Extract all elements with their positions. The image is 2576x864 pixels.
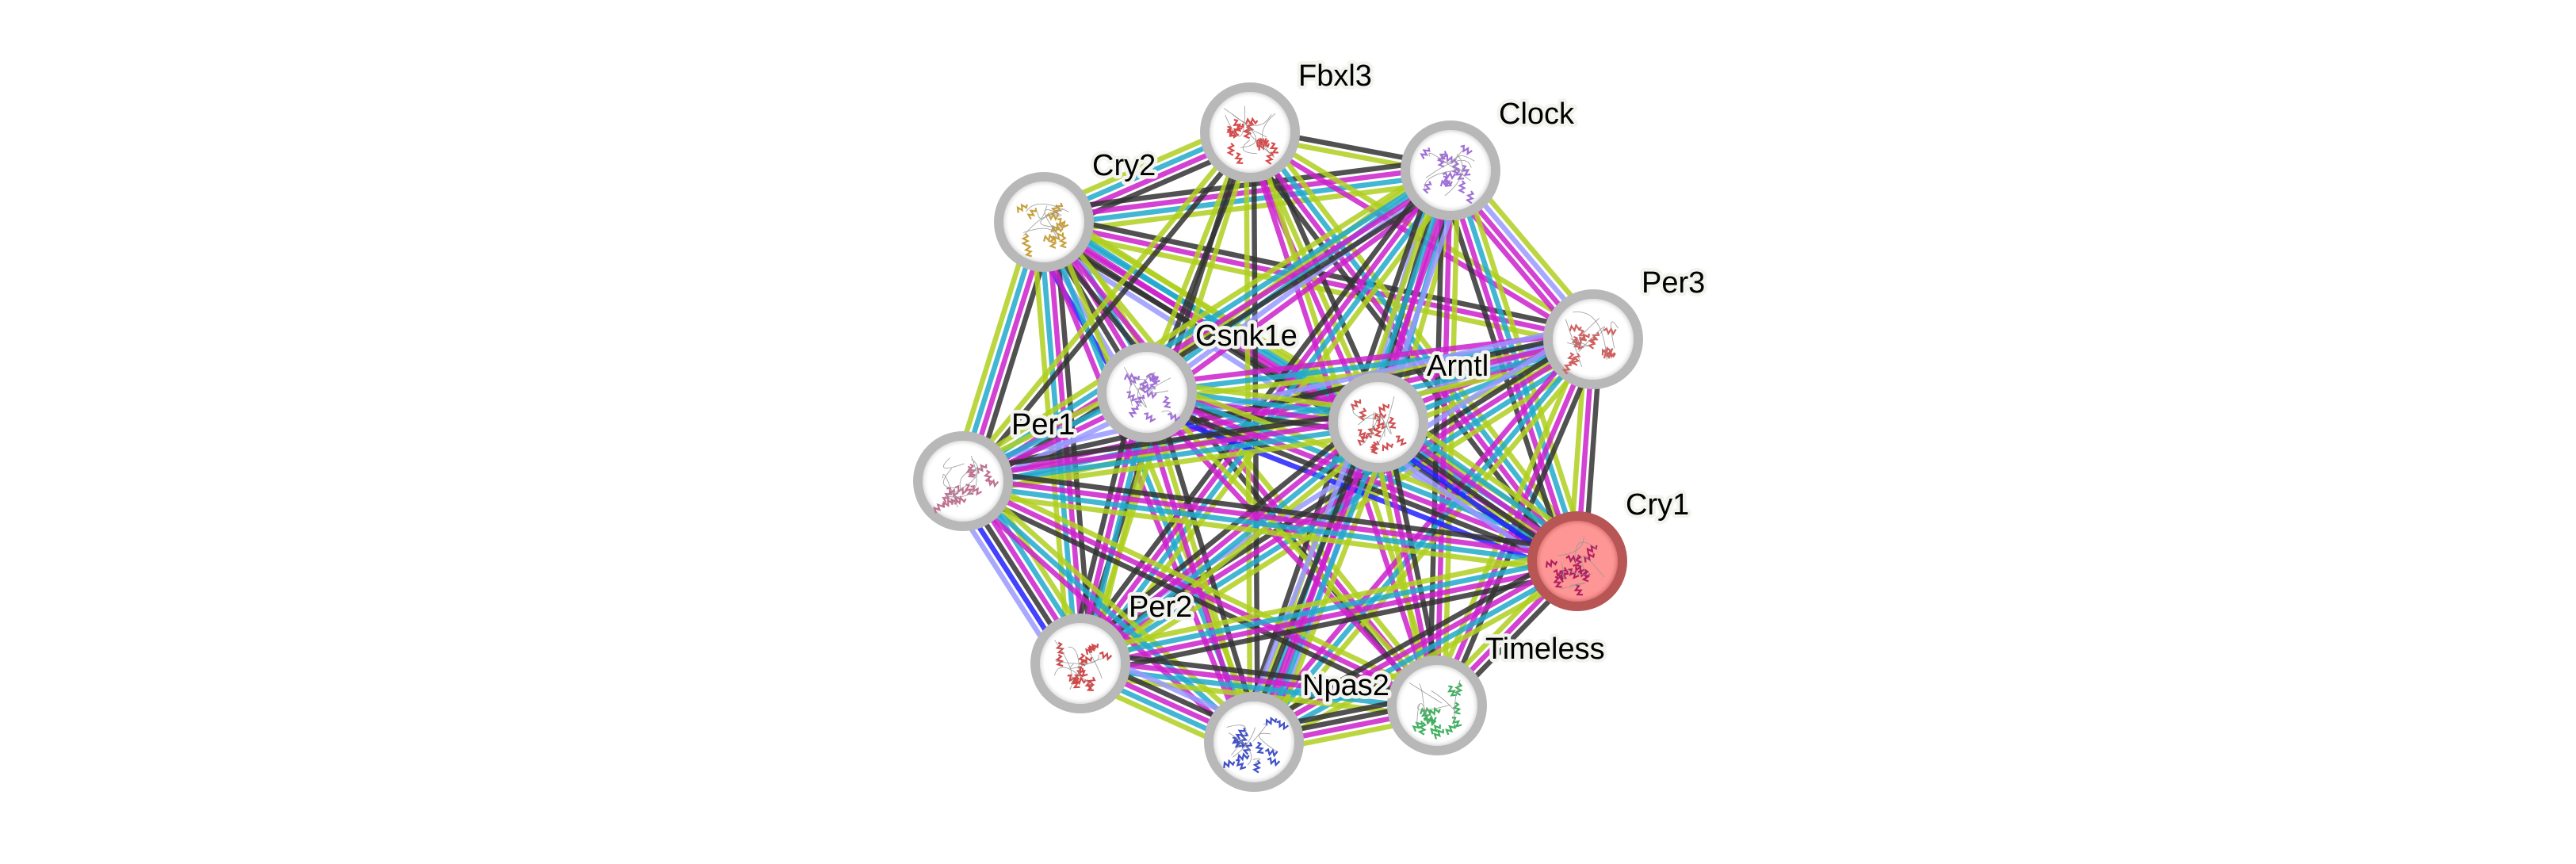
node-label: Fbxl3 <box>1298 59 1372 93</box>
protein-structure-icon <box>1350 396 1407 455</box>
edge-line-databases[interactable] <box>1083 343 1599 672</box>
protein-structure-icon <box>1123 367 1181 423</box>
edge-line-coexpression[interactable] <box>964 132 1256 486</box>
edge-line-experiments[interactable] <box>1080 562 1579 670</box>
edge-line-homology[interactable] <box>1147 171 1454 398</box>
edge-line-databases[interactable] <box>961 479 1256 744</box>
node-arntl[interactable]: Arntl <box>1328 346 1492 472</box>
node-timeless[interactable]: Timeless <box>1387 629 1608 755</box>
edge-line-experiments[interactable] <box>1080 657 1438 705</box>
edge-line-experiments[interactable] <box>961 416 1378 480</box>
edge-line-experiments[interactable] <box>1251 556 1577 741</box>
edge-per1-npas2[interactable] <box>956 473 1261 750</box>
edge-line-experiments[interactable] <box>956 484 1251 750</box>
node-npas2[interactable]: Npas2 <box>1204 666 1393 792</box>
protein-structure-icon <box>1420 144 1475 205</box>
edge-line-experiments[interactable] <box>963 475 1579 560</box>
edge-line-databases[interactable] <box>1143 165 1450 392</box>
node-inner-shade <box>1003 182 1084 262</box>
node-label: Per3 <box>1642 266 1705 300</box>
node-cry1[interactable]: Cry1 <box>1527 485 1693 611</box>
edge-arntl-per1[interactable] <box>961 408 1381 495</box>
protein-structure-icon <box>1223 105 1279 165</box>
node-cry2[interactable]: Cry2 <box>994 146 1160 272</box>
edge-clock-per1[interactable] <box>955 159 1458 493</box>
edge-line-experiments[interactable] <box>1434 170 1454 706</box>
node-label: Clock <box>1499 97 1575 131</box>
node-label: Per2 <box>1129 591 1192 624</box>
edge-line-coexpression[interactable] <box>1082 569 1580 678</box>
edge-clock-csnk1e[interactable] <box>1138 159 1459 404</box>
edge-line-databases[interactable] <box>1252 337 1596 744</box>
node-label: Per1 <box>1011 408 1075 442</box>
edge-line-coexpression[interactable] <box>967 178 1458 493</box>
edge-line-databases[interactable] <box>959 165 1450 480</box>
protein-structure-icon <box>1223 716 1289 774</box>
edge-line-textmining[interactable] <box>961 489 1577 575</box>
node-inner-shade <box>1410 130 1491 211</box>
node-per3[interactable]: Per3 <box>1543 263 1709 389</box>
node-label: Npas2 <box>1302 669 1389 702</box>
edge-line-coexpression[interactable] <box>1081 649 1439 698</box>
edge-line-textmining[interactable] <box>966 473 1261 739</box>
edge-cry1-per2[interactable] <box>1077 547 1580 678</box>
edge-line-textmining[interactable] <box>964 430 1381 495</box>
edge-line-textmining[interactable] <box>965 472 1442 702</box>
edge-line-databases[interactable] <box>1254 562 1580 747</box>
node-inner-shade <box>923 441 1003 522</box>
edge-line-textmining[interactable] <box>1077 547 1576 656</box>
node-label: Timeless <box>1485 633 1605 666</box>
edge-line-experiments[interactable] <box>963 171 1454 487</box>
node-inner-shade <box>1397 665 1477 746</box>
edge-line-databases[interactable] <box>961 482 1577 568</box>
protein-structure-icon <box>1016 202 1069 258</box>
protein-structure-icon <box>1408 679 1463 740</box>
edge-per1-cry1[interactable] <box>961 467 1580 575</box>
edge-fbxl3-per1[interactable] <box>957 128 1256 486</box>
node-per2[interactable]: Per2 <box>1030 587 1196 713</box>
edge-line-coexpression[interactable] <box>961 408 1378 473</box>
nodes-layer: Fbxl3ClockCry2Per3Csnk1eArntlPer1Cry1Per… <box>913 56 1709 792</box>
node-csnk1e[interactable]: Csnk1e <box>1097 316 1301 442</box>
node-clock[interactable]: Clock <box>1401 94 1579 220</box>
edge-line-textmining[interactable] <box>957 128 1249 481</box>
node-fbxl3[interactable]: Fbxl3 <box>1200 56 1375 182</box>
protein-structure-icon <box>1054 640 1113 691</box>
protein-structure-icon <box>933 456 999 514</box>
edge-line-experiments[interactable] <box>1152 177 1459 404</box>
edge-line-databases[interactable] <box>963 423 1380 487</box>
edge-line-coexpression[interactable] <box>1244 419 1374 740</box>
node-label: Cry2 <box>1092 149 1156 182</box>
node-label: Csnk1e <box>1195 319 1298 353</box>
node-per1[interactable]: Per1 <box>913 405 1079 531</box>
node-label: Arntl <box>1427 350 1489 383</box>
edge-line-databases[interactable] <box>1079 555 1577 663</box>
edge-line-textmining[interactable] <box>1085 429 1388 675</box>
edge-line-textmining[interactable] <box>1138 159 1446 386</box>
protein-structure-icon <box>1545 536 1605 596</box>
edge-line-coexpression[interactable] <box>964 467 1580 553</box>
protein-structure-icon <box>1561 312 1619 375</box>
edge-line-textmining[interactable] <box>955 159 1447 474</box>
node-label: Cry1 <box>1626 488 1689 522</box>
edge-line-experiments[interactable] <box>1041 220 1439 708</box>
